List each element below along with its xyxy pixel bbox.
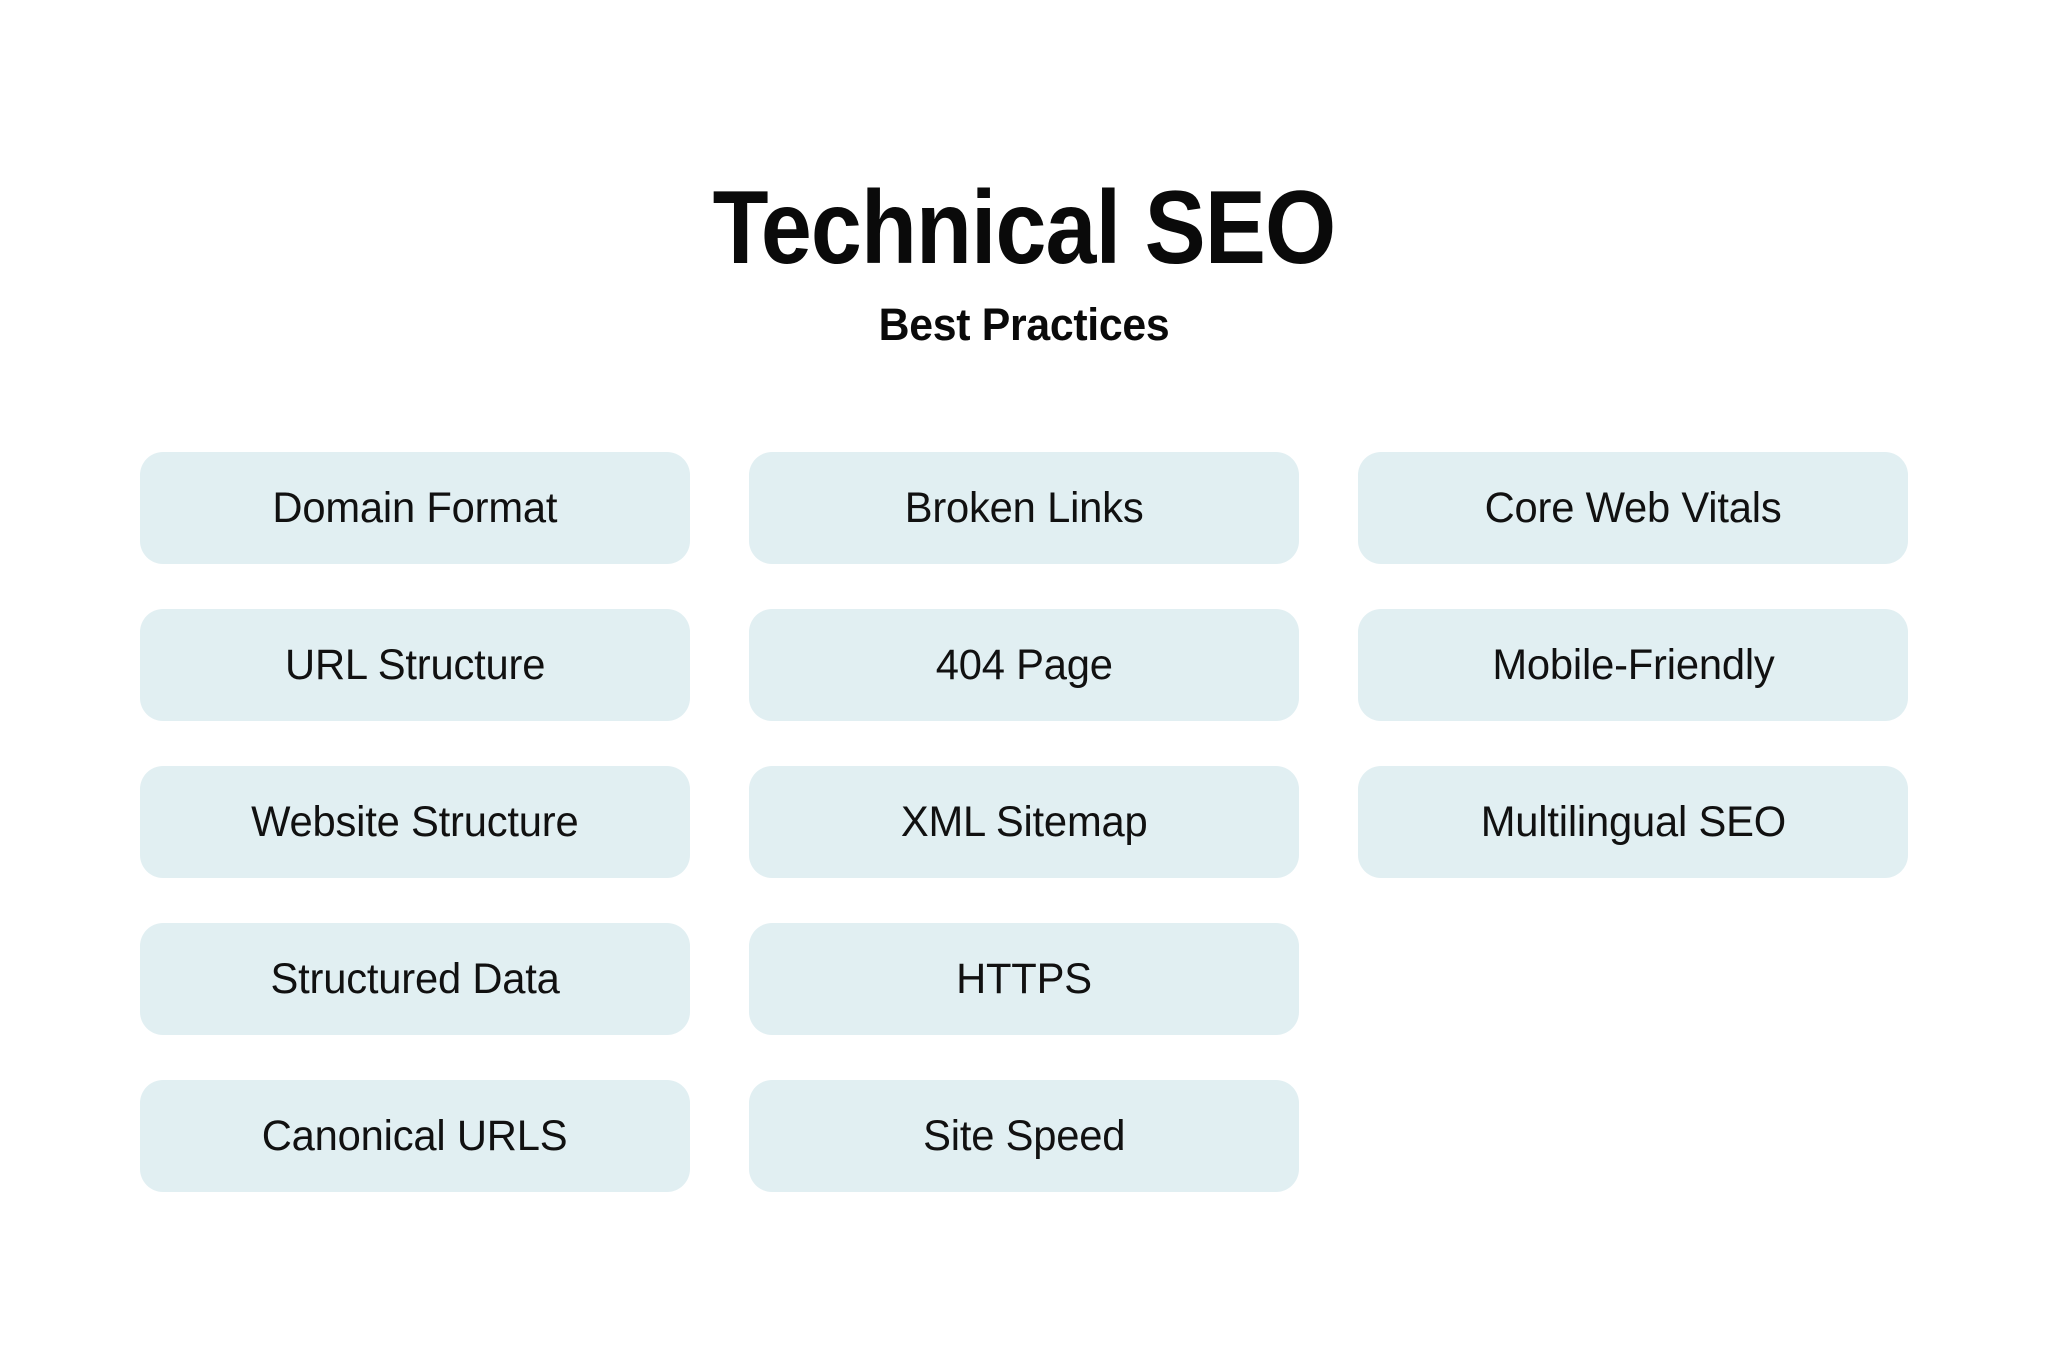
pill-label: HTTPS xyxy=(956,954,1092,1003)
header: Technical SEO Best Practices xyxy=(0,176,2048,347)
pill-item[interactable]: Core Web Vitals xyxy=(1358,452,1908,564)
page-subtitle: Best Practices xyxy=(878,299,1170,350)
pill-label: Site Speed xyxy=(922,1111,1126,1160)
pill-label: Structured Data xyxy=(270,954,560,1003)
pill-label: URL Structure xyxy=(284,640,546,689)
pill-label: Canonical URLS xyxy=(262,1111,568,1160)
pill-label: Mobile-Friendly xyxy=(1491,640,1775,689)
page-title: Technical SEO xyxy=(712,170,1337,286)
pill-item[interactable]: XML Sitemap xyxy=(749,766,1299,878)
pill-column-1: Domain Format URL Structure Website Stru… xyxy=(140,452,690,1192)
pill-item[interactable]: HTTPS xyxy=(749,923,1299,1035)
pill-label: 404 Page xyxy=(935,640,1113,689)
pill-item[interactable]: Multilingual SEO xyxy=(1358,766,1908,878)
pill-item[interactable]: Structured Data xyxy=(140,923,690,1035)
pill-item[interactable]: 404 Page xyxy=(749,609,1299,721)
pill-label: Broken Links xyxy=(904,483,1144,532)
pill-column-3: Core Web Vitals Mobile-Friendly Multilin… xyxy=(1358,452,1908,1192)
pill-label: Core Web Vitals xyxy=(1484,483,1782,532)
pill-label: Multilingual SEO xyxy=(1480,797,1786,846)
pill-grid: Domain Format URL Structure Website Stru… xyxy=(140,452,1928,1192)
pill-item[interactable]: URL Structure xyxy=(140,609,690,721)
pill-item[interactable]: Broken Links xyxy=(749,452,1299,564)
pill-label: XML Sitemap xyxy=(900,797,1148,846)
pill-item[interactable]: Website Structure xyxy=(140,766,690,878)
pill-item[interactable]: Canonical URLS xyxy=(140,1080,690,1192)
pill-item[interactable]: Site Speed xyxy=(749,1080,1299,1192)
pill-item[interactable]: Domain Format xyxy=(140,452,690,564)
pill-column-2: Broken Links 404 Page XML Sitemap HTTPS … xyxy=(749,452,1299,1192)
pill-label: Website Structure xyxy=(251,797,579,846)
pill-label: Domain Format xyxy=(272,483,558,532)
pill-item[interactable]: Mobile-Friendly xyxy=(1358,609,1908,721)
